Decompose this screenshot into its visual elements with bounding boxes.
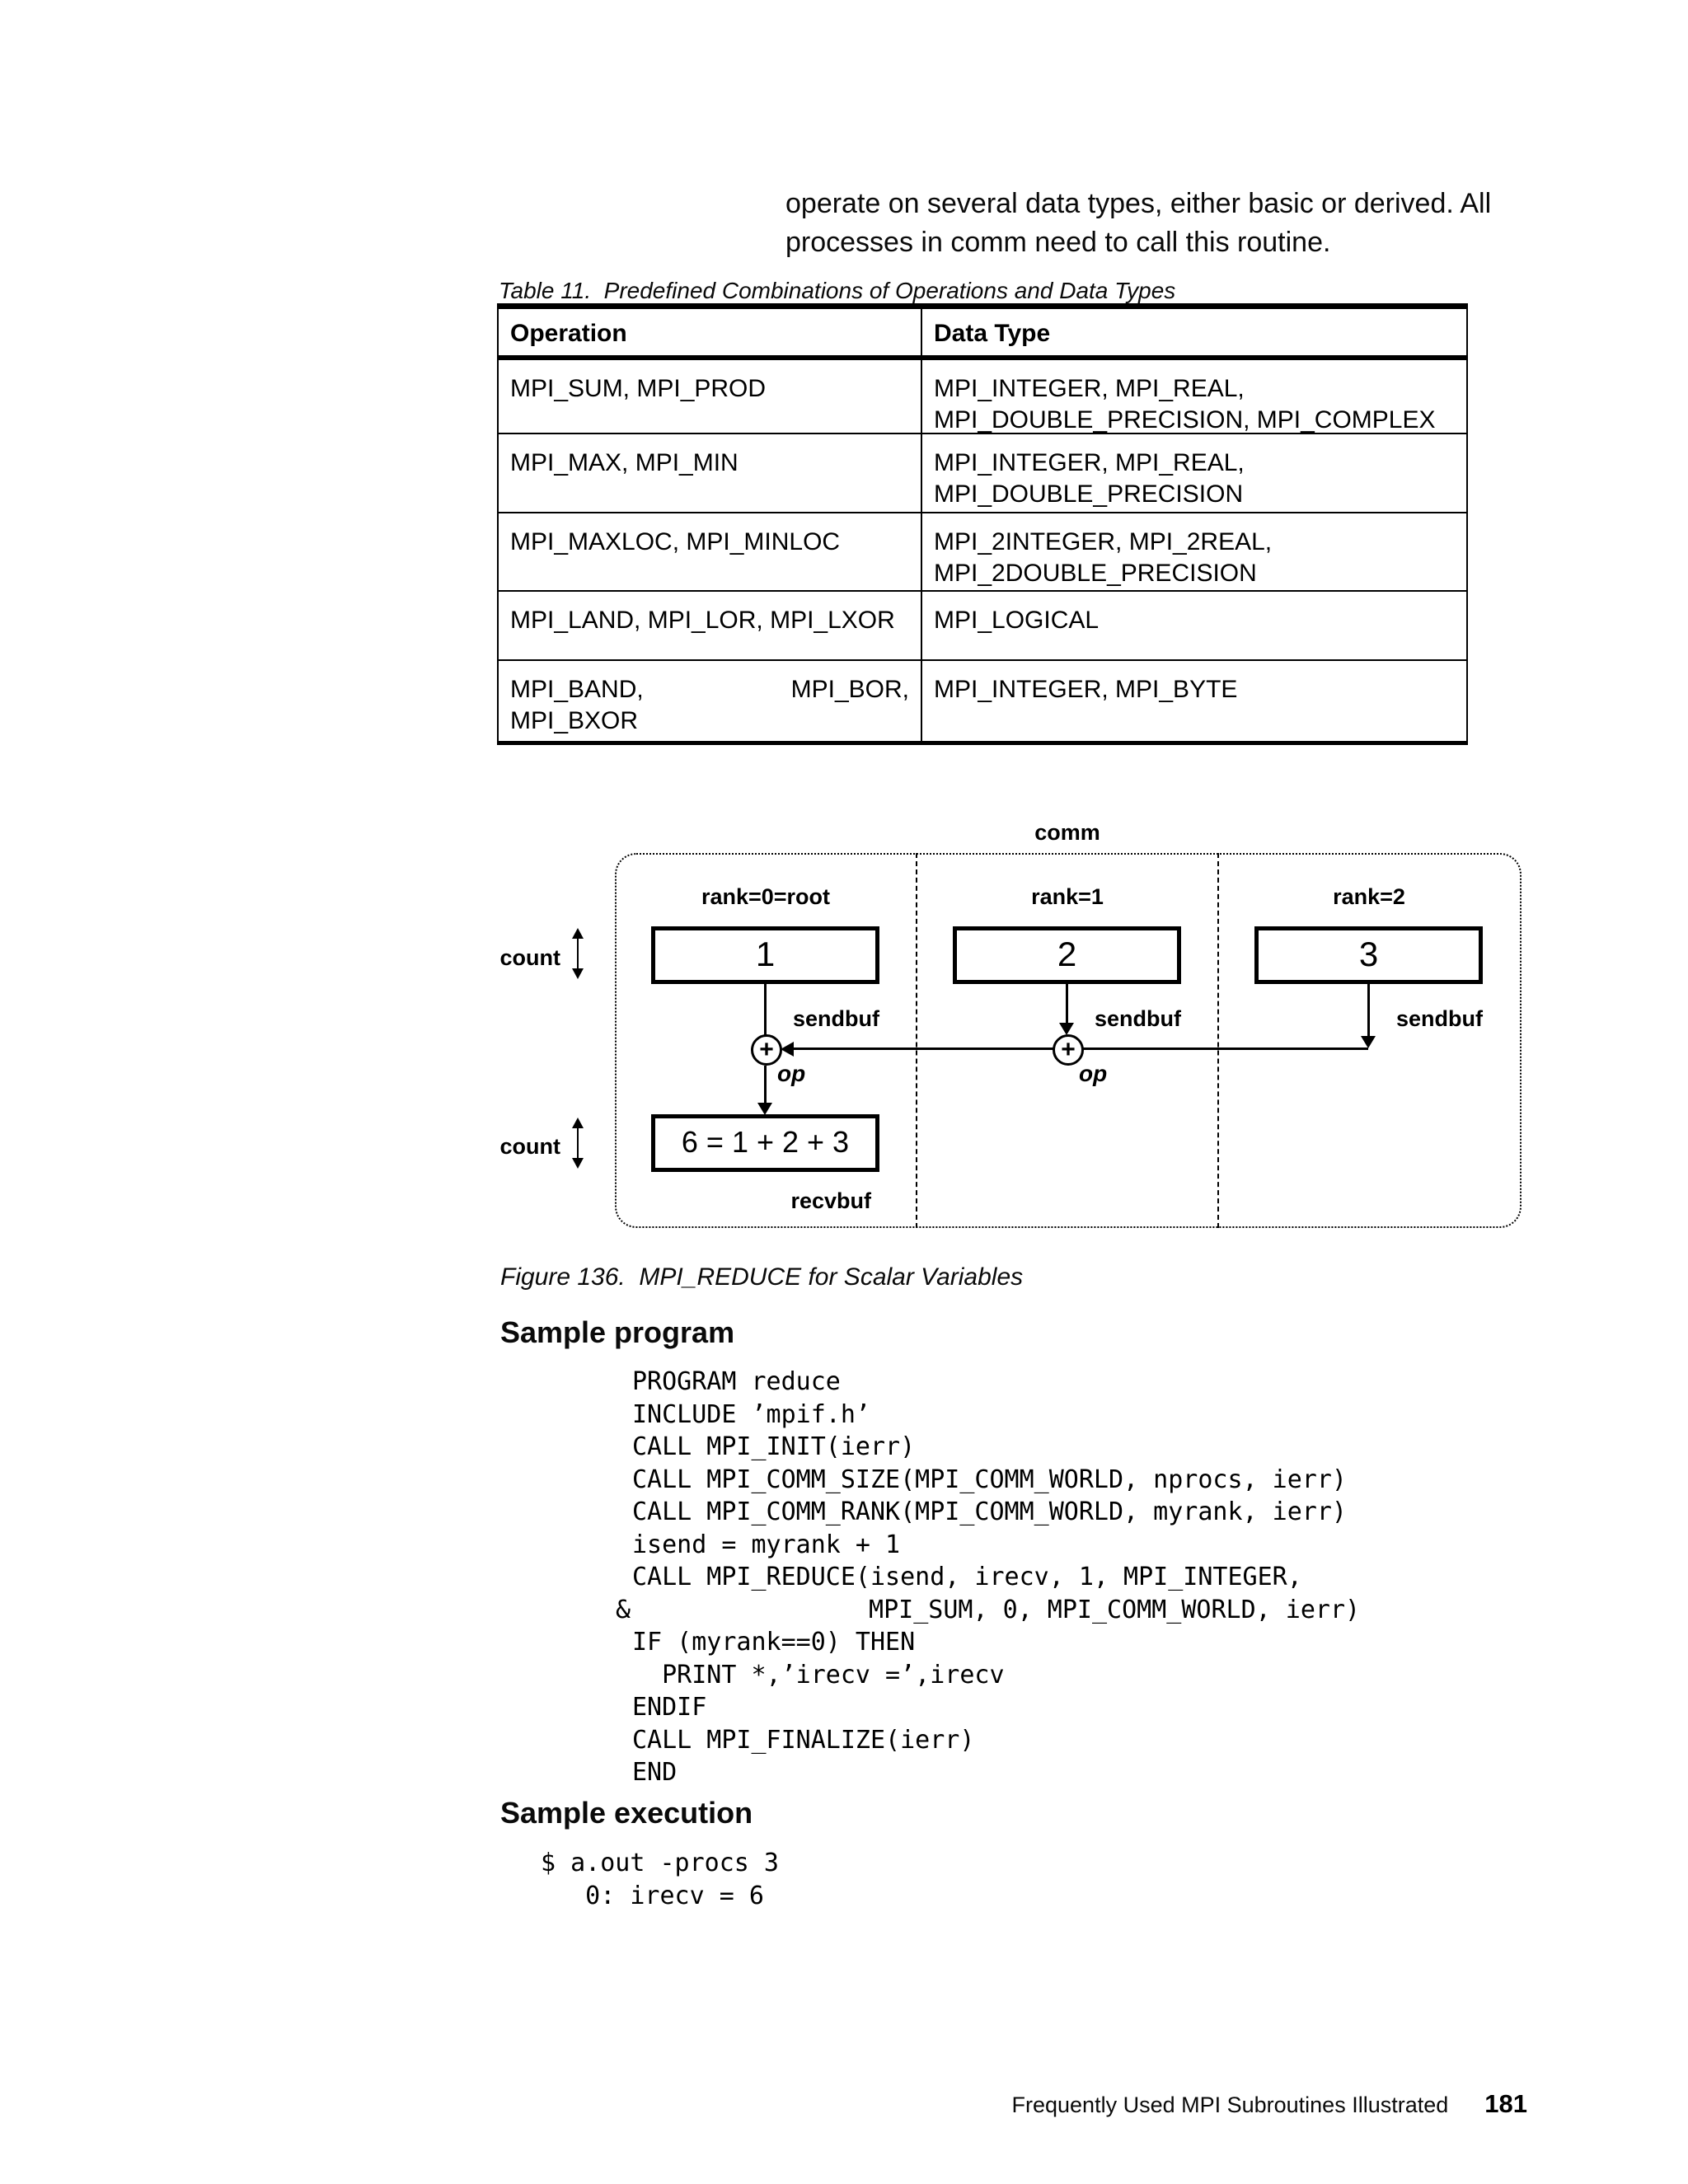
op-circle-rank0: + xyxy=(751,1034,782,1066)
cell-operation: MPI_BAND, MPI_BOR, MPI_BXOR xyxy=(499,661,922,741)
flow-line-rank1 xyxy=(1066,984,1068,1023)
cell-datatype: MPI_2INTEGER, MPI_2REAL, MPI_2DOUBLE_PRE… xyxy=(934,528,1273,587)
code-line: $ a.out -procs 3 xyxy=(541,1849,779,1877)
code-line: isend = myrank + 1 xyxy=(632,1530,901,1559)
recvbuf-box: 6 = 1 + 2 + 3 xyxy=(651,1114,879,1172)
count-label-recvbuf: count xyxy=(499,1134,561,1159)
table-header-operation: Operation xyxy=(499,309,922,355)
table-header-datatype: Data Type xyxy=(934,320,1051,347)
code-line: PROGRAM reduce xyxy=(632,1367,841,1396)
code-line: END xyxy=(632,1758,678,1787)
rank-1-label: rank=1 xyxy=(1031,884,1104,909)
sendbuf-box-rank2: 3 xyxy=(1254,926,1483,984)
arrowhead-rank1 xyxy=(1059,1023,1074,1035)
mpi-reduce-diagram: comm rank=0=root rank=1 rank=2 1 2 3 sen… xyxy=(495,820,1533,1282)
flow-line-rank0 xyxy=(764,984,767,1036)
arrowhead-result xyxy=(757,1103,772,1115)
count-arrow-recvbuf xyxy=(572,1118,584,1169)
comm-boundary xyxy=(615,853,1522,1228)
table-row: MPI_LAND, MPI_LOR, MPI_LXOR MPI_LOGICAL xyxy=(499,592,1466,661)
sendbuf-label-rank0: sendbuf xyxy=(793,1006,879,1031)
sendbuf-box-rank0: 1 xyxy=(651,926,879,984)
table-header-row: Operation Data Type xyxy=(499,309,1466,360)
flow-line-rank2 xyxy=(1367,984,1370,1036)
process-divider xyxy=(916,853,917,1228)
op-circle-rank1: + xyxy=(1053,1034,1084,1066)
code-line: INCLUDE ’mpif.h’ xyxy=(632,1399,870,1429)
recvbuf-label: recvbuf xyxy=(790,1188,871,1213)
code-line: CALL MPI_COMM_RANK(MPI_COMM_WORLD, myran… xyxy=(632,1497,1347,1526)
intro-line-1: operate on several data types, either ba… xyxy=(785,188,1492,219)
arrowhead-rank2 xyxy=(1361,1036,1376,1048)
code-line: PRINT *,’irecv =’,irecv xyxy=(632,1660,1005,1690)
code-line: CALL MPI_FINALIZE(ierr) xyxy=(632,1725,975,1755)
cell-datatype: MPI_INTEGER, MPI_REAL, MPI_DOUBLE_PRECIS… xyxy=(934,449,1245,508)
table-row: MPI_SUM, MPI_PROD MPI_INTEGER, MPI_REAL,… xyxy=(499,360,1466,434)
op-label-rank0: op xyxy=(777,1061,806,1086)
cell-datatype: MPI_INTEGER, MPI_REAL, MPI_DOUBLE_PRECIS… xyxy=(934,375,1436,434)
process-divider xyxy=(1217,853,1219,1228)
cell-datatype: MPI_LOGICAL xyxy=(934,607,1100,634)
op-label-rank1: op xyxy=(1079,1061,1108,1086)
count-arrow-sendbuf xyxy=(572,928,584,979)
comm-label: comm xyxy=(1034,820,1100,845)
rank-2-label: rank=2 xyxy=(1333,884,1405,909)
sample-program-code: PROGRAM reduce INCLUDE ’mpif.h’ CALL MPI… xyxy=(616,1366,1360,1789)
flow-line-result xyxy=(764,1066,767,1104)
table-row: MPI_BAND, MPI_BOR, MPI_BXOR MPI_INTEGER,… xyxy=(499,661,1466,741)
code-line: IF (myrank==0) THEN xyxy=(632,1628,916,1657)
footer-page-number: 181 xyxy=(1484,2089,1527,2118)
sample-execution-output: $ a.out -procs 3 0: irecv = 6 xyxy=(541,1847,779,1912)
figure-caption: Figure 136. MPI_REDUCE for Scalar Variab… xyxy=(500,1263,1024,1291)
cell-operation: MPI_LAND, MPI_LOR, MPI_LXOR xyxy=(499,592,922,659)
code-line: CALL MPI_INIT(ierr) xyxy=(632,1432,916,1461)
count-label-sendbuf: count xyxy=(499,945,561,970)
table-caption: Table 11. Predefined Combinations of Ope… xyxy=(499,278,1176,303)
code-line: CALL MPI_COMM_SIZE(MPI_COMM_WORLD, nproc… xyxy=(632,1465,1347,1494)
sendbuf-label-rank1: sendbuf xyxy=(1095,1006,1181,1031)
intro-paragraph: operate on several data types, either ba… xyxy=(785,185,1491,262)
rank-0-label: rank=0=root xyxy=(701,884,831,909)
sendbuf-box-rank1: 2 xyxy=(953,926,1181,984)
code-line: ENDIF xyxy=(632,1693,707,1722)
arrowhead-into-op0 xyxy=(781,1042,794,1057)
code-line: 0: irecv = 6 xyxy=(541,1881,764,1910)
footer-running-title: Frequently Used MPI Subroutines Illustra… xyxy=(1011,2093,1449,2117)
table-row: MPI_MAX, MPI_MIN MPI_INTEGER, MPI_REAL, … xyxy=(499,434,1466,513)
page-footer: Frequently Used MPI Subroutines Illustra… xyxy=(1012,2089,1528,2119)
cell-operation: MPI_MAX, MPI_MIN xyxy=(499,434,922,512)
operations-datatypes-table: Operation Data Type MPI_SUM, MPI_PROD MP… xyxy=(497,303,1468,745)
sample-execution-heading: Sample execution xyxy=(500,1796,753,1830)
table-row: MPI_MAXLOC, MPI_MINLOC MPI_2INTEGER, MPI… xyxy=(499,513,1466,592)
sendbuf-label-rank2: sendbuf xyxy=(1396,1006,1483,1031)
sample-program-heading: Sample program xyxy=(500,1315,735,1349)
cell-datatype: MPI_INTEGER, MPI_BYTE xyxy=(934,676,1238,703)
code-line: CALL MPI_REDUCE(isend, irecv, 1, MPI_INT… xyxy=(632,1563,1302,1591)
cell-operation: MPI_SUM, MPI_PROD xyxy=(499,360,922,433)
code-line-continuation: & MPI_SUM, 0, MPI_COMM_WORLD, ierr) xyxy=(616,1595,1361,1624)
cell-operation: MPI_MAXLOC, MPI_MINLOC xyxy=(499,513,922,590)
intro-line-2: processes in comm need to call this rout… xyxy=(785,227,1331,258)
